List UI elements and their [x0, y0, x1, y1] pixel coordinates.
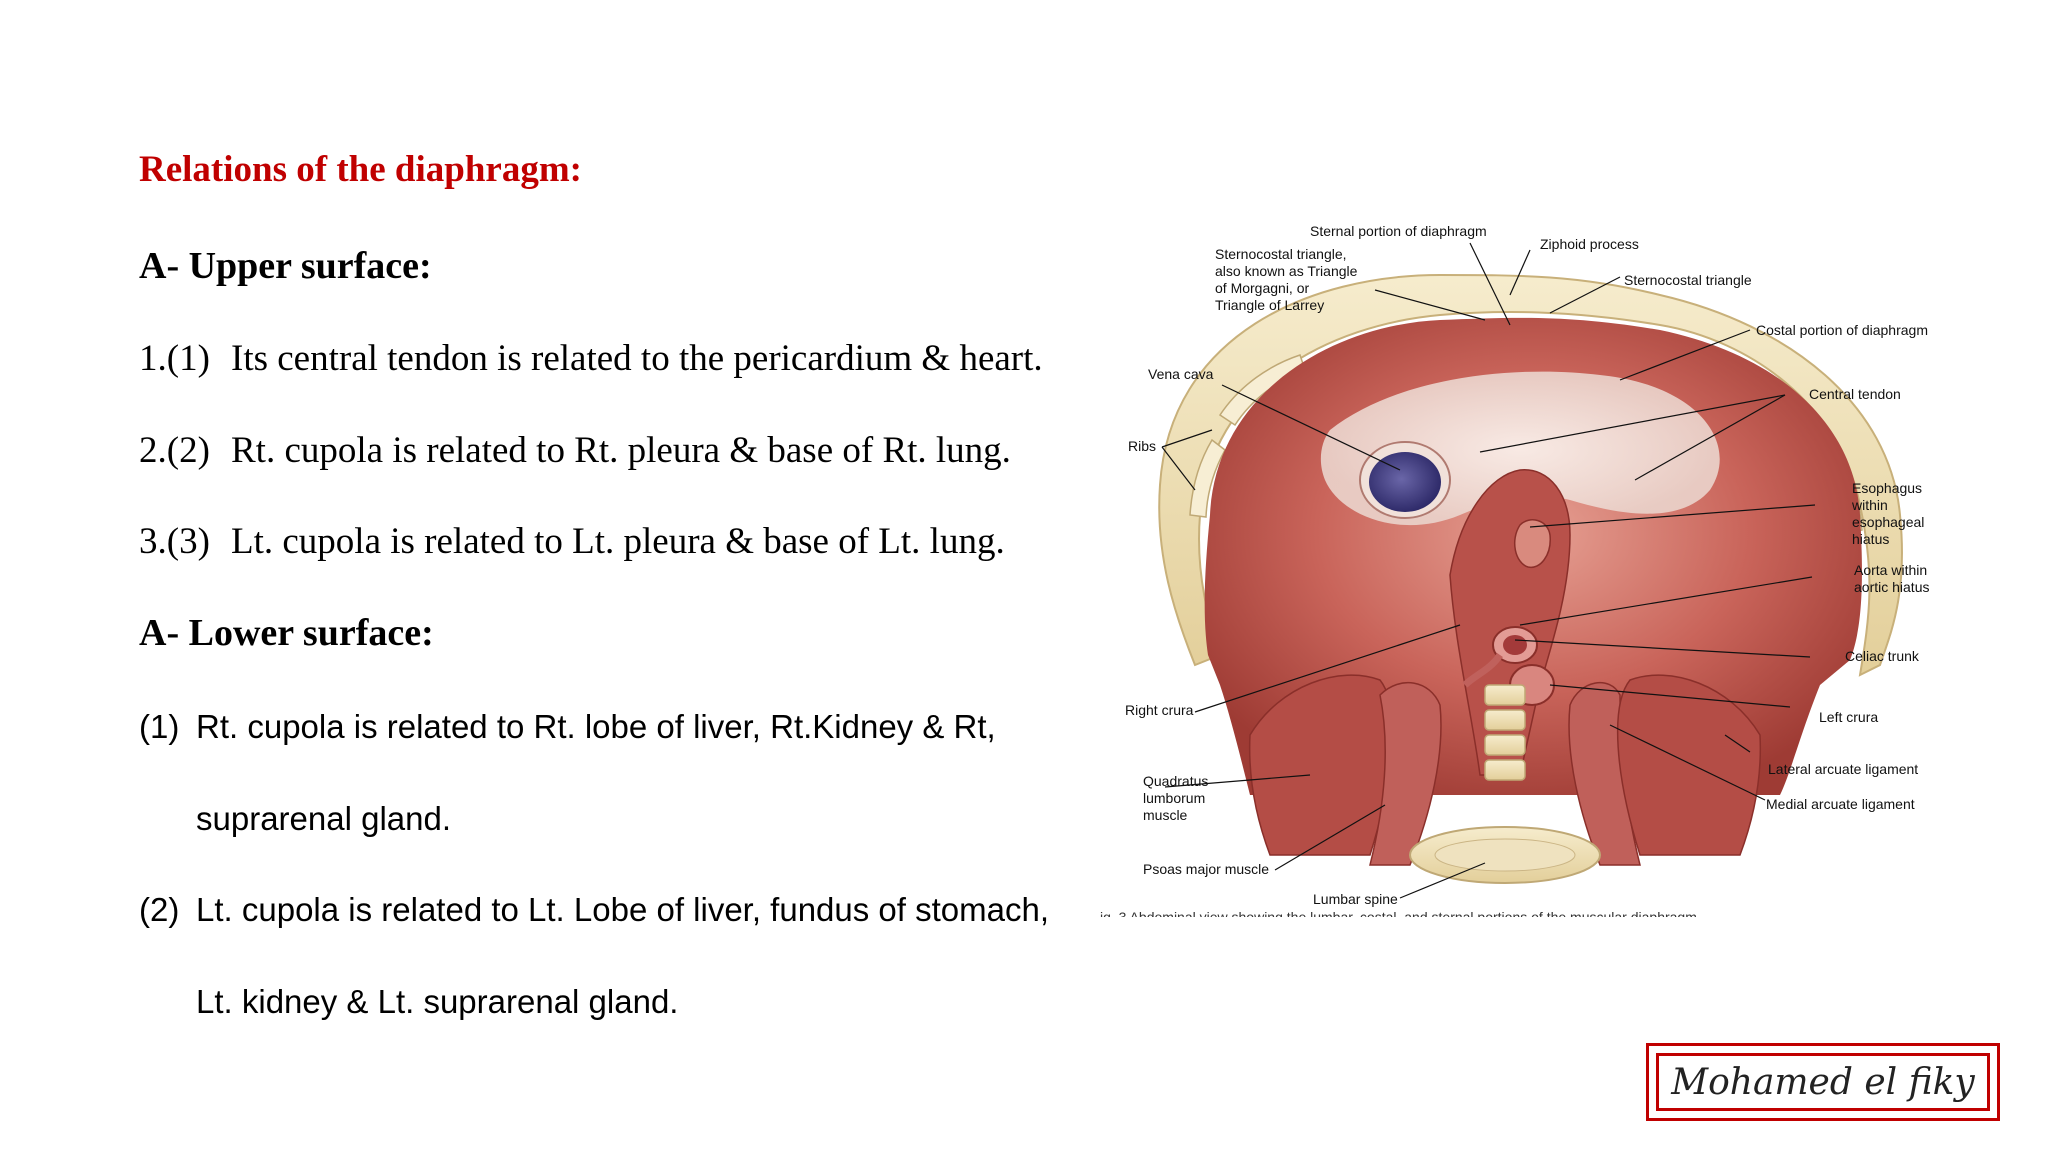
- lower-item-continuation: Lt. kidney & Lt. suprarenal gland.: [196, 983, 679, 1020]
- diaphragm-illustration: [1158, 242, 1903, 899]
- label-sternal-portion: Sternal portion of diaphragm: [1310, 223, 1487, 239]
- label-central-tendon: Central tendon: [1809, 386, 1901, 402]
- item-number: 2.(2): [139, 430, 210, 471]
- item-text: Its central tendon is related to the per…: [231, 338, 1043, 379]
- label-psoas-major: Psoas major muscle: [1143, 861, 1270, 877]
- label-celiac-trunk: Celiac trunk: [1845, 648, 1919, 664]
- lower-item-continuation: suprarenal gland.: [196, 800, 452, 837]
- lower-item: (2) Lt. cupola is related to Lt. Lobe of …: [139, 891, 1049, 929]
- lower-item: (1) Rt. cupola is related to Rt. lobe of …: [139, 708, 996, 746]
- item-number: (2): [139, 891, 180, 928]
- item-number: (1): [139, 708, 180, 745]
- label-left-crura: Left crura: [1819, 709, 1879, 725]
- diaphragm-figure: Sternal portion of diaphragm Ziphoid pro…: [1100, 215, 1980, 927]
- label-medial-arcuate-ligament: Medial arcuate ligament: [1766, 796, 1915, 812]
- label-lumbar-spine: Lumbar spine: [1313, 891, 1398, 907]
- item-number: 3.(3): [139, 521, 210, 562]
- item-text: Rt. cupola is related to Rt. pleura & ba…: [231, 430, 1011, 471]
- upper-item: 1.(1) Its central tendon is related to th…: [139, 337, 1043, 380]
- item-text: Lt. cupola is related to Lt. Lobe of liv…: [196, 891, 1050, 928]
- label-sternocostal-triangle-right: Sternocostal triangle: [1624, 272, 1752, 288]
- item-text: Lt. cupola is related to Lt. pleura & ba…: [231, 521, 1005, 562]
- label-ribs: Ribs: [1128, 438, 1157, 454]
- label-quadratus-lumborum: Quadratus lumborum muscle: [1143, 773, 1209, 823]
- item-text: Rt. cupola is related to Rt. lobe of liv…: [196, 708, 996, 745]
- item-number: 1.(1): [139, 338, 210, 379]
- upper-item: 3.(3) Lt. cupola is related to Lt. pleura…: [139, 520, 1005, 563]
- signature-text: Mohamed el fiky: [1656, 1053, 1990, 1111]
- upper-surface-heading: A- Upper surface:: [139, 245, 432, 287]
- label-lateral-arcuate-ligament: Lateral arcuate ligament: [1768, 761, 1919, 777]
- figure-caption: ig. 3 Abdominal view showing the lumbar,…: [1100, 909, 1697, 917]
- label-esophagus: Esophagus within esophageal hiatus: [1852, 480, 1925, 547]
- slide-title: Relations of the diaphragm:: [139, 149, 582, 190]
- upper-item: 2.(2) Rt. cupola is related to Rt. pleura…: [139, 429, 1011, 472]
- lower-surface-heading: A- Lower surface:: [139, 612, 434, 654]
- label-aorta: Aorta within aortic hiatus: [1854, 562, 1930, 595]
- label-sternocostal-triangle-left: Sternocostal triangle, also known as Tri…: [1215, 246, 1358, 313]
- author-signature: Mohamed el fiky: [1646, 1043, 2000, 1121]
- label-costal-portion: Costal portion of diaphragm: [1756, 322, 1928, 338]
- label-vena-cava: Vena cava: [1148, 366, 1214, 382]
- label-ziphoid-process: Ziphoid process: [1540, 236, 1639, 252]
- label-right-crura: Right crura: [1125, 702, 1194, 718]
